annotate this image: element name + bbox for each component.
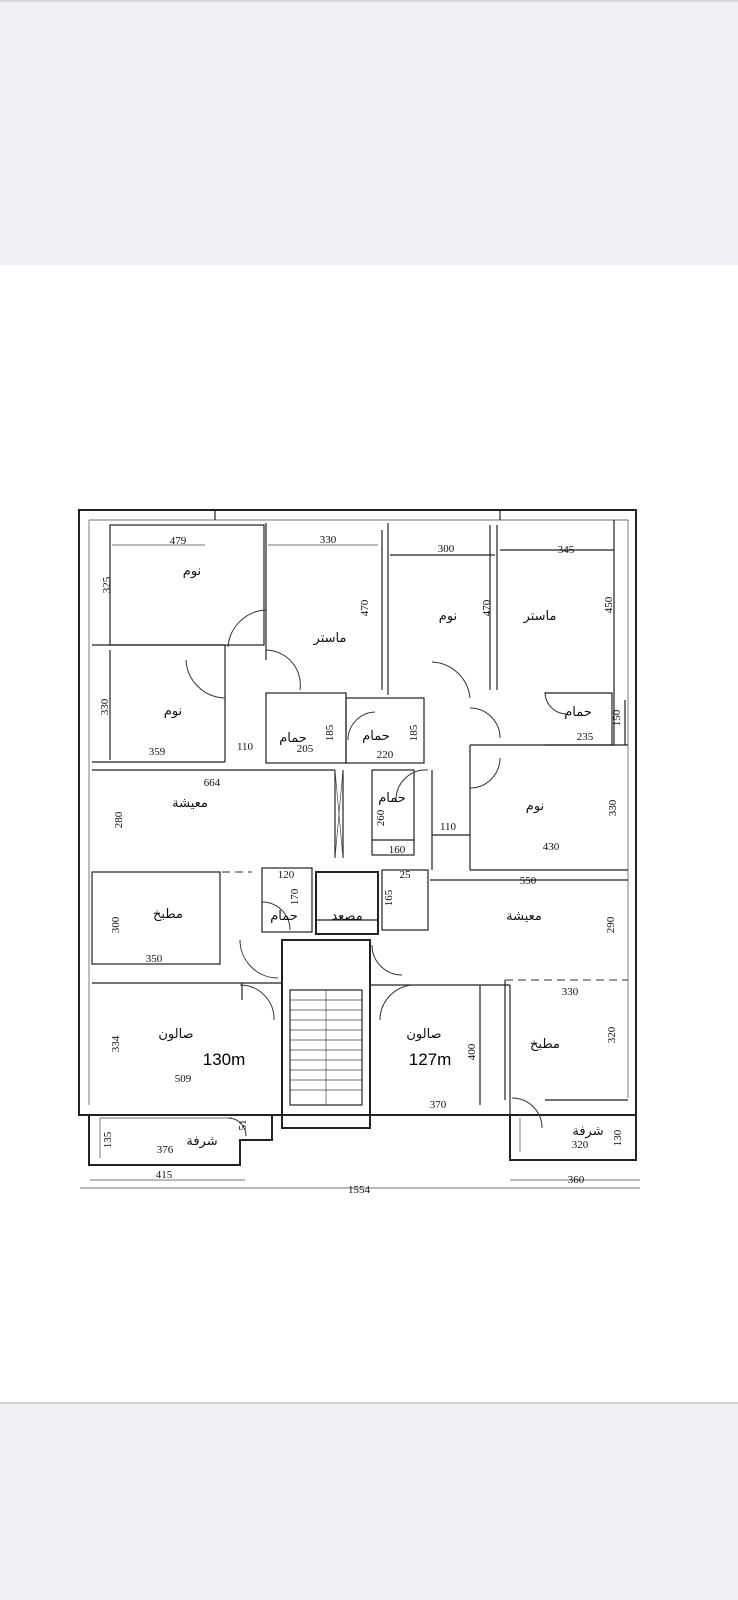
room-labels: نوم ماستر نوم ماستر نوم حمام حمام حمام ح…: [153, 564, 604, 1149]
dim-label: 130: [612, 1129, 624, 1146]
interior-walls: [88, 520, 637, 1166]
dim-label: 430: [543, 841, 560, 853]
dim-label: 51: [237, 1120, 249, 1131]
room-master-2: ماستر: [523, 609, 557, 624]
room-balcony-2: شرفة: [572, 1124, 603, 1139]
dim-label: 330: [320, 534, 337, 546]
dim-label: 260: [375, 809, 387, 826]
bottom-margin: [0, 1404, 738, 1600]
room-salon-2: صالون: [406, 1027, 441, 1042]
room-living-2: معيشة: [506, 909, 542, 924]
dim-label: 220: [377, 749, 394, 761]
dim-label: 300: [110, 916, 122, 933]
dim-label: 450: [603, 596, 615, 613]
dim-label: 509: [175, 1073, 192, 1085]
dim-label: 120: [278, 869, 295, 881]
room-bed-1: نوم: [183, 564, 201, 579]
dim-label: 360: [568, 1174, 585, 1186]
room-bed-3: نوم: [164, 704, 182, 719]
dim-label: 185: [408, 724, 420, 741]
dim-label: 170: [289, 888, 301, 905]
dim-label: 185: [324, 724, 336, 741]
dim-label: 300: [438, 543, 455, 555]
room-bed-2: نوم: [439, 609, 457, 624]
room-kitchen-2: مطبخ: [530, 1037, 560, 1052]
dim-label: 664: [204, 777, 221, 789]
document-page: [0, 265, 738, 1404]
dim-label: 359: [149, 746, 166, 758]
room-bath-3: حمام: [564, 705, 592, 720]
room-kitchen-1: مطبخ: [153, 907, 183, 922]
dim-label: 479: [170, 535, 187, 547]
dim-label: 150: [611, 709, 623, 726]
room-bath-2: حمام: [362, 729, 390, 744]
dim-label: 334: [110, 1035, 122, 1052]
room-elevator: مصعد: [331, 909, 362, 924]
stair-treads: [290, 990, 362, 1105]
top-margin: [0, 0, 738, 265]
area-right: 127m: [409, 1050, 452, 1069]
dim-label: 330: [99, 698, 111, 715]
dim-label: 235: [577, 731, 594, 743]
dim-label: 280: [113, 811, 125, 828]
dim-label: 370: [430, 1099, 447, 1111]
dim-label: 350: [146, 953, 163, 965]
dim-label: 330: [607, 799, 619, 816]
room-bath-5: حمام: [270, 909, 298, 924]
dim-label: 165: [383, 889, 395, 906]
dim-label: 470: [481, 599, 493, 616]
dim-label: 330: [562, 986, 579, 998]
dim-label: 320: [606, 1026, 618, 1043]
dim-label: 325: [101, 576, 113, 593]
dim-label: 345: [558, 544, 575, 556]
room-bed-4: نوم: [526, 799, 544, 814]
dim-label: 110: [440, 821, 457, 833]
dim-label: 110: [237, 741, 254, 753]
area-left: 130m: [203, 1050, 246, 1069]
dim-label: 160: [389, 844, 406, 856]
dim-label: 550: [520, 875, 537, 887]
room-salon-1: صالون: [158, 1027, 193, 1042]
outer-walls: [78, 509, 637, 1116]
dimension-lines: [80, 544, 640, 1189]
dim-label: 25: [400, 869, 412, 881]
door-swings: [185, 609, 568, 1137]
dim-label: 320: [572, 1139, 589, 1151]
dimension-labels: 479 330 300 345 325 470 470 450 330 359 …: [99, 534, 624, 1196]
dim-label: 205: [297, 743, 314, 755]
room-master-1: ماستر: [313, 631, 347, 646]
dim-label: 1554: [348, 1184, 371, 1196]
room-balcony-1: شرفة: [186, 1134, 217, 1149]
room-bath-1: حمام: [279, 731, 307, 746]
room-bath-4: حمام: [378, 791, 406, 806]
room-living-1: معيشة: [172, 796, 208, 811]
dim-label: 135: [102, 1131, 114, 1148]
dim-label: 470: [359, 599, 371, 616]
dim-label: 400: [466, 1043, 478, 1060]
dim-label: 376: [157, 1144, 174, 1156]
dim-label: 290: [605, 916, 617, 933]
dim-label: 415: [156, 1169, 173, 1181]
